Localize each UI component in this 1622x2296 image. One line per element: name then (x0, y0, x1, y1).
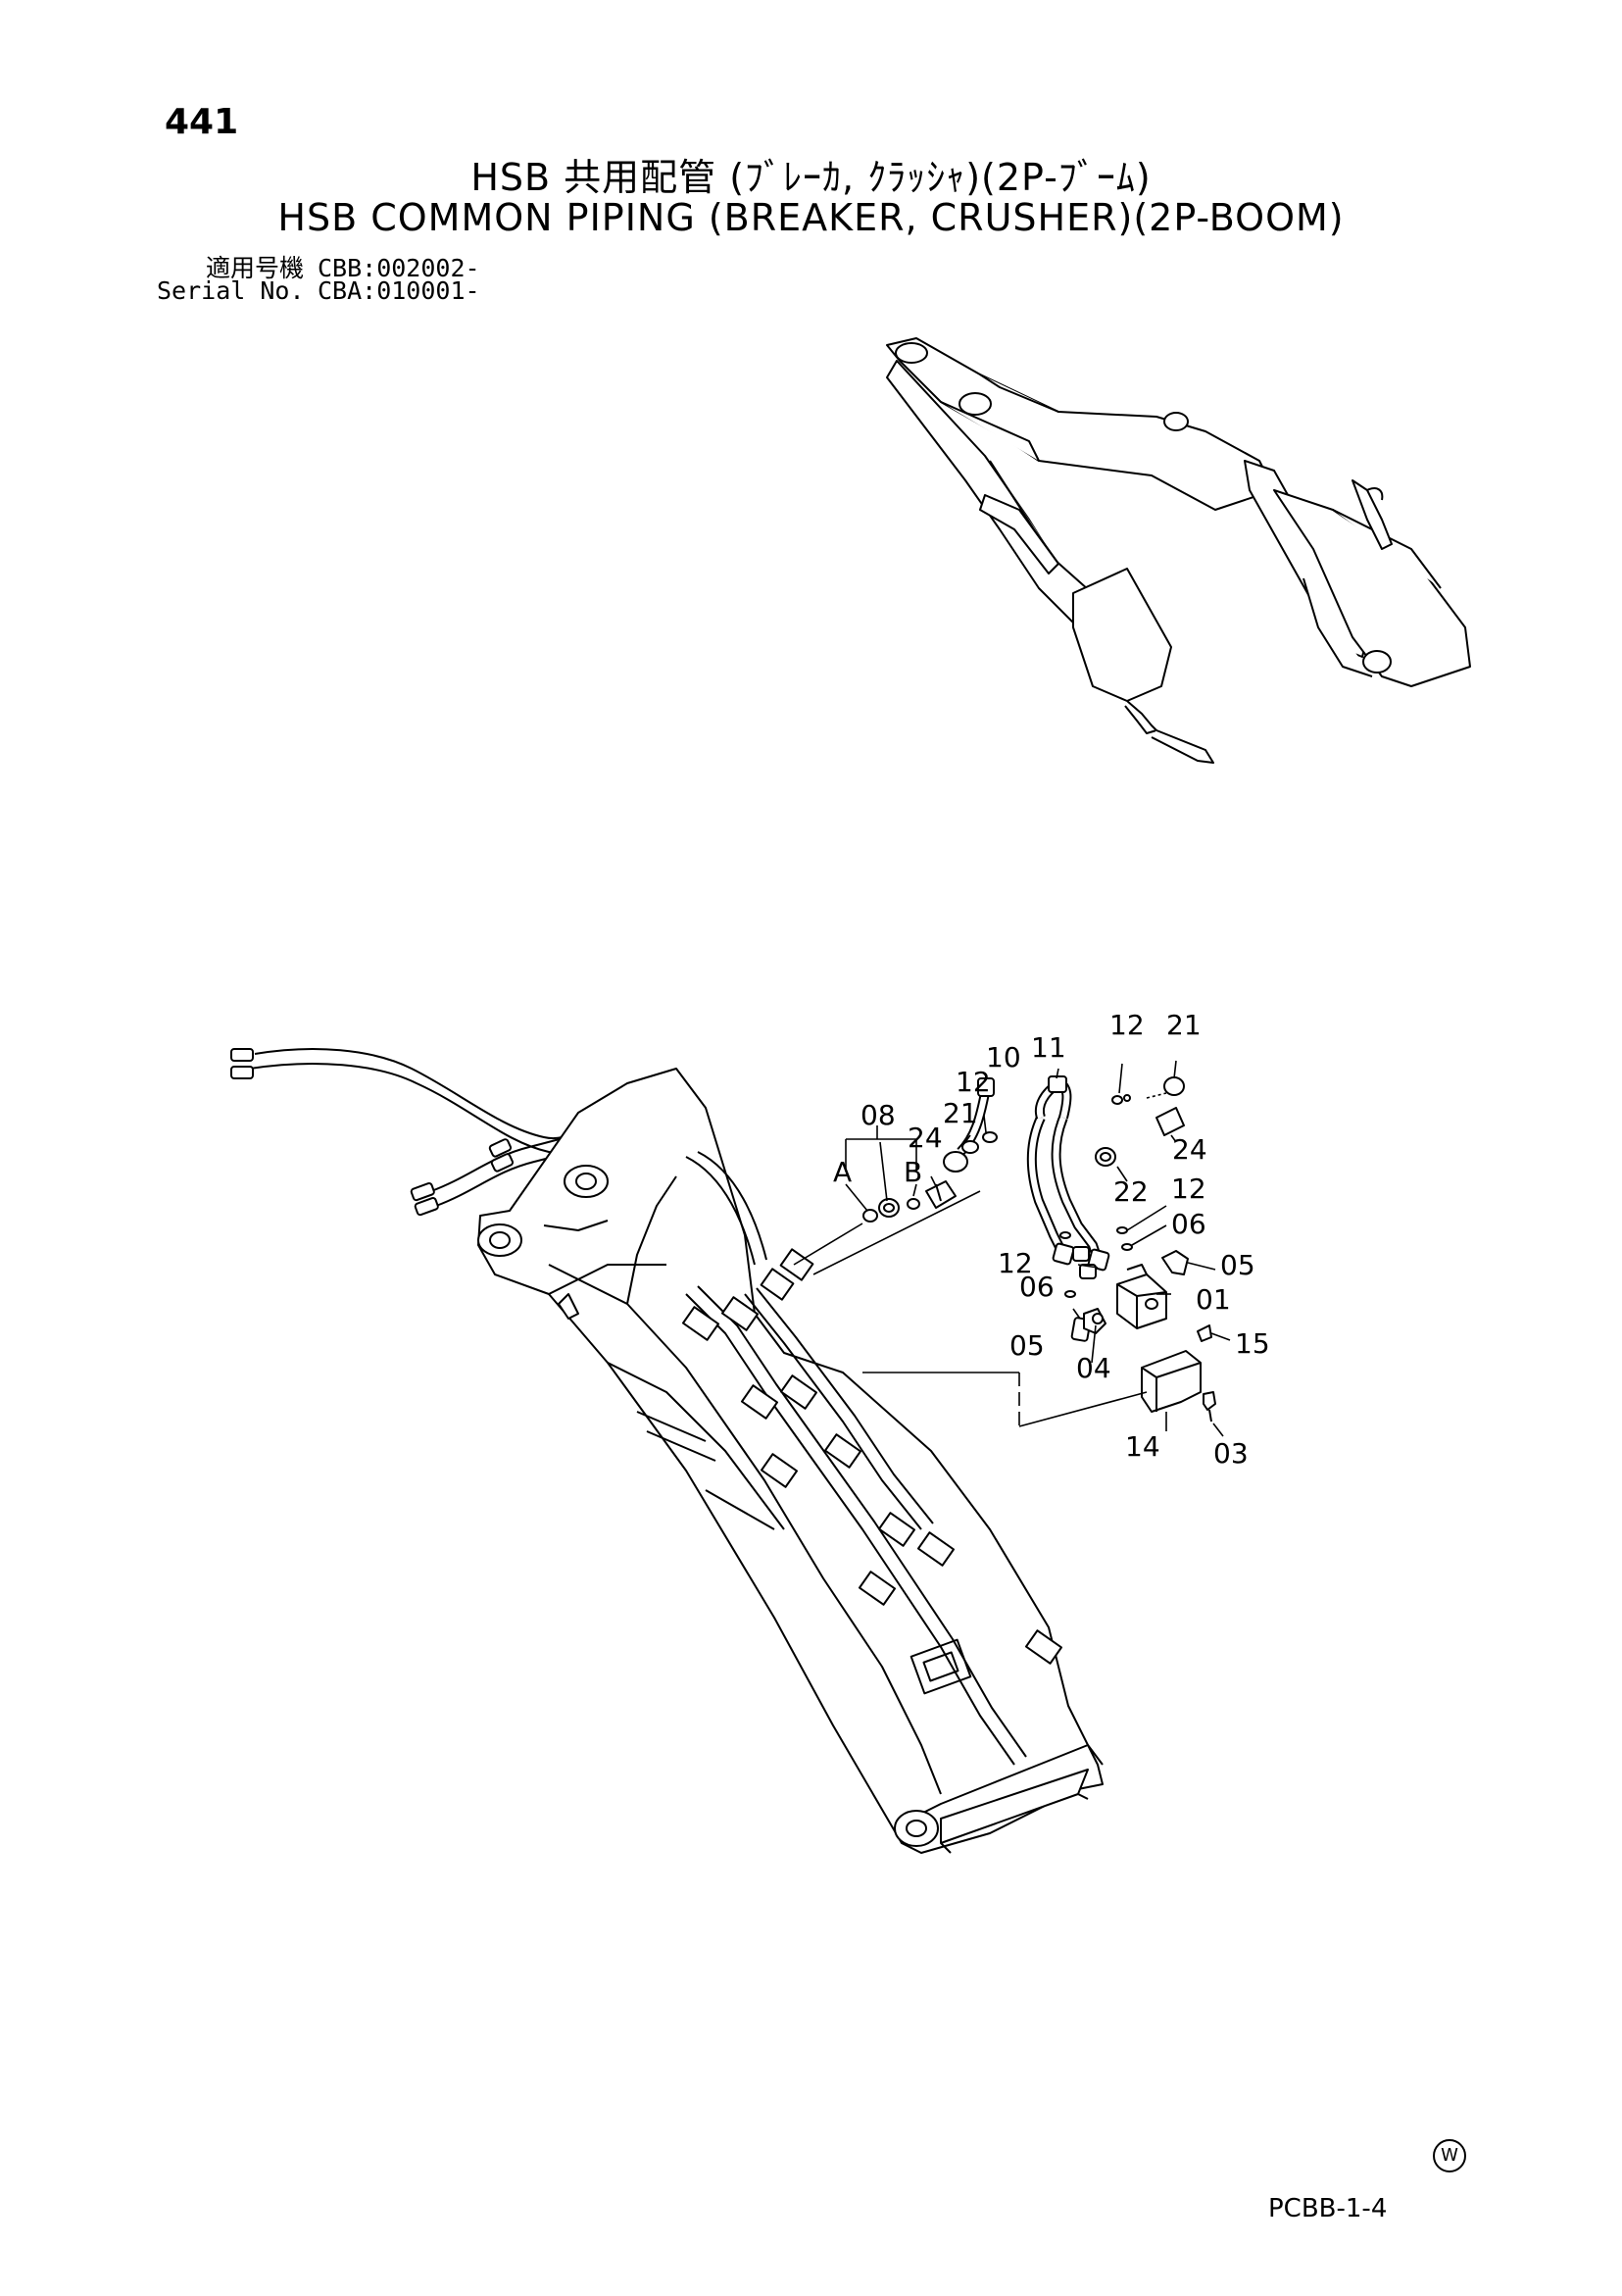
leader-lines (793, 1060, 1231, 1437)
callout-label: 12 (1109, 1009, 1145, 1041)
serial-value: CBB:002002- (318, 254, 480, 282)
callout-label: 11 (1031, 1031, 1066, 1064)
callout-label: 05 (1220, 1249, 1255, 1281)
serial-label: 適用号機 (205, 254, 304, 282)
callout-label: 12 (998, 1247, 1033, 1279)
page-title-japanese: HSB 共用配管 (ﾌﾞﾚｰｶ, ｸﾗｯｼｬ)(2P-ﾌﾞｰﾑ) (470, 156, 1152, 199)
serial-value: CBA:010001- (318, 276, 480, 305)
callout-label: B (904, 1156, 922, 1188)
footer-code: PCBB-1-4 (1268, 2194, 1388, 2223)
callout-label: 21 (943, 1097, 978, 1129)
callout-label: 15 (1235, 1327, 1270, 1360)
serial-row: Serial No. CBA:010001- (157, 276, 480, 305)
callout-label: 21 (1166, 1009, 1202, 1041)
callout-label: 14 (1125, 1430, 1160, 1463)
callout-label: 06 (1019, 1271, 1055, 1303)
callout-label: 08 (860, 1099, 896, 1131)
serial-row: 適用号機 CBB:002002- (157, 249, 480, 284)
callout-label: 12 (1171, 1173, 1206, 1205)
callout-label: 06 (1171, 1208, 1206, 1240)
overview-illustration (886, 337, 1471, 764)
callout-label: A (833, 1156, 852, 1188)
boom-illustration (230, 1048, 1104, 1854)
callout-label: 24 (908, 1122, 943, 1154)
page-title-english: HSB COMMON PIPING (BREAKER, CRUSHER)(2P-… (277, 196, 1345, 239)
exploded-parts (862, 1075, 1216, 1423)
callout-label: 05 (1009, 1329, 1045, 1362)
callout-label: 22 (1113, 1175, 1149, 1208)
callout-label: 10 (986, 1041, 1021, 1073)
callout-label: 01 (1196, 1283, 1231, 1316)
callout-label: 24 (1172, 1133, 1207, 1166)
callout-labels: 12 21 11 10 12 21 08 24 A B 24 22 12 06 … (833, 1009, 1270, 1470)
callout-label: 12 (956, 1066, 991, 1098)
w-mark-icon: W (1433, 2139, 1466, 2172)
serial-label: Serial No. (157, 276, 305, 305)
page-number: 441 (165, 102, 239, 142)
callout-label: 04 (1076, 1352, 1111, 1384)
callout-label: 03 (1213, 1437, 1249, 1470)
